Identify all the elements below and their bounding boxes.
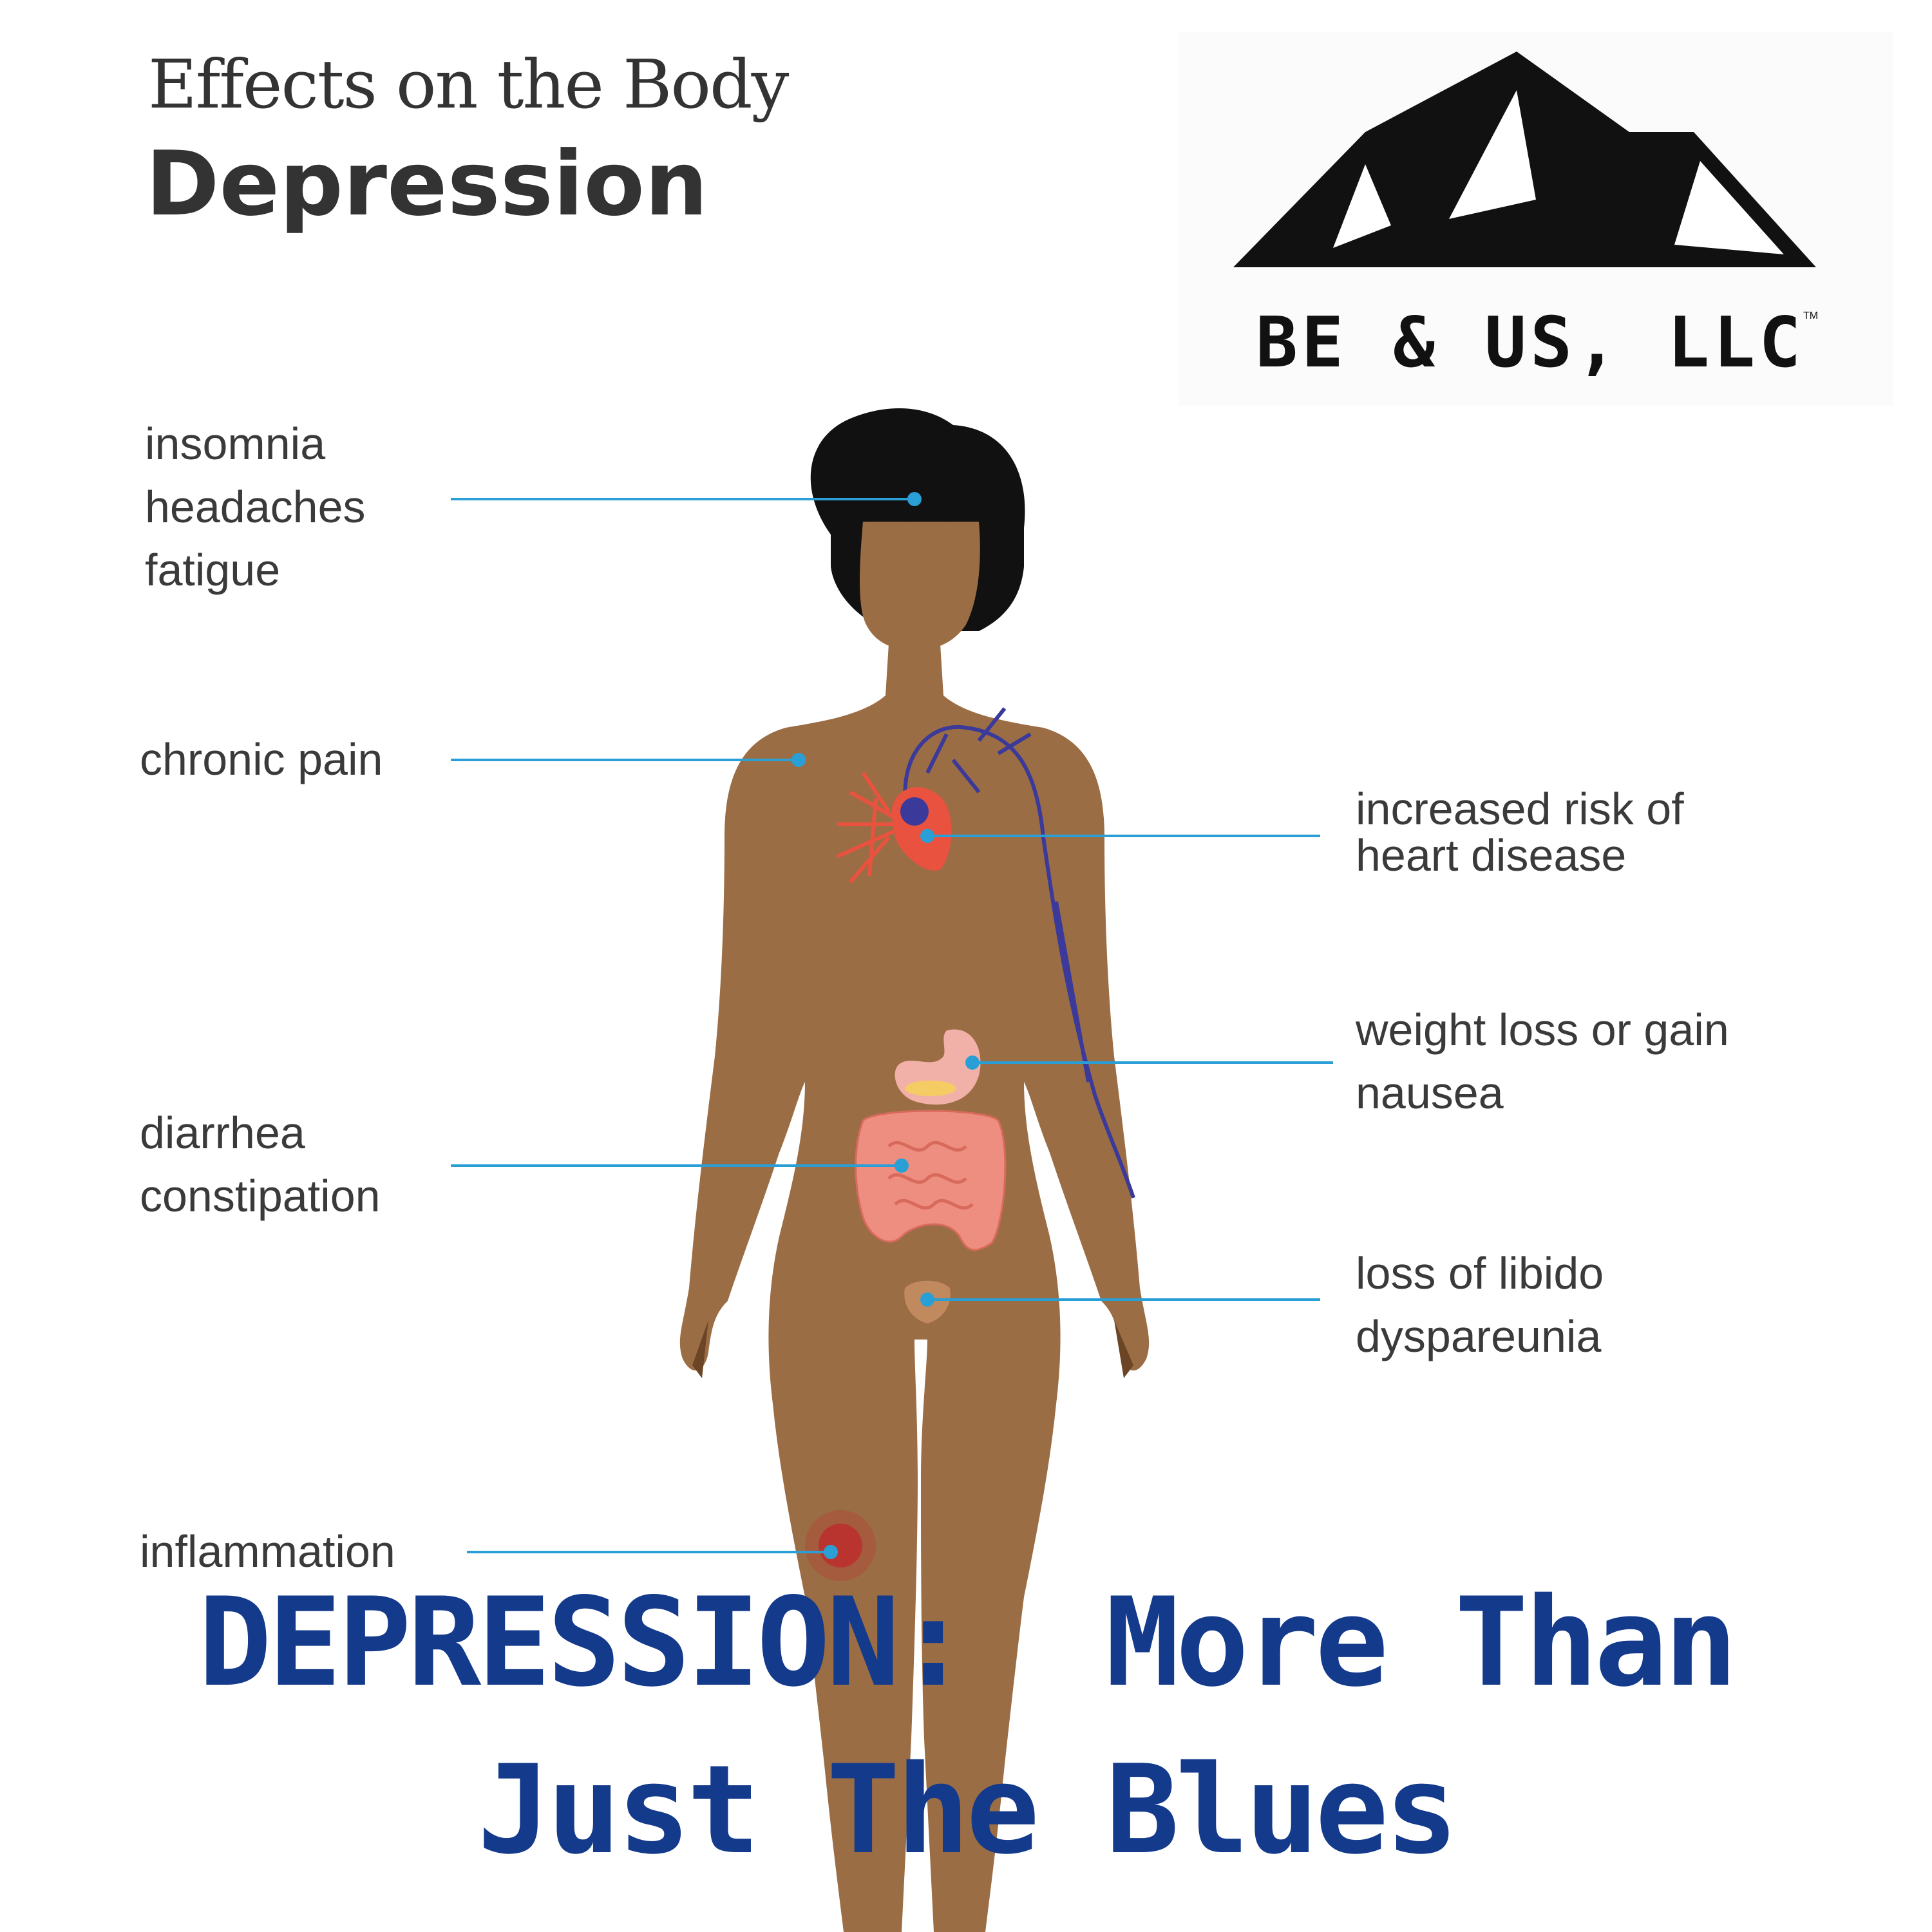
logo-wordmark: BE & US, LLC [1256,303,1805,383]
heart-vessel [900,797,929,826]
page-title: Effects on the Body [148,45,789,124]
inflammation-halo [805,1510,876,1581]
label-stomach: weight loss or gain nausea [1356,998,1729,1124]
label-insomnia: insomnia [145,419,326,469]
label-leg: inflammation [140,1520,395,1583]
label-heart: increased risk of heart disease [1356,786,1684,878]
hair-bangs [837,450,1021,528]
label-pelvis: loss of libido dyspareunia [1356,1242,1604,1368]
veins [903,707,1135,1198]
label-head: insomnia headaches fatigue [145,412,366,601]
mountains-logo-icon [1233,52,1816,267]
banner-line-1: DEPRESSION: More Than [198,1571,1738,1714]
page-subtitle: Depression [146,132,708,236]
label-fatigue: fatigue [145,545,281,595]
pancreas [905,1081,956,1096]
label-dyspareunia: dyspareunia [1356,1311,1602,1361]
label-chronic-pain: chronic pain [140,734,383,784]
label-diarrhea: diarrhea [140,1108,305,1158]
logo [1179,32,1893,406]
hand-shading-left [692,1320,708,1378]
label-heart-line2: heart disease [1356,830,1627,880]
intestine-coils [887,1141,974,1210]
label-weight: weight loss or gain [1356,1005,1729,1055]
label-chest: chronic pain [140,728,383,791]
hand-shading [1114,1320,1133,1378]
intestines-organ [855,1110,1007,1251]
label-libido: loss of libido [1356,1248,1604,1298]
logo-trademark: TM [1803,310,1819,321]
label-nausea: nausea [1356,1068,1504,1118]
arteries [836,772,896,884]
label-inflammation: inflammation [140,1526,395,1577]
label-headaches: headaches [145,482,366,532]
leader-lines [451,492,1333,1559]
label-intestines: diarrhea constipation [140,1101,381,1227]
label-heart-line1: increased risk of [1356,784,1684,834]
label-constipation: constipation [140,1171,381,1221]
banner-line-2: Just The Blues [477,1739,1458,1881]
